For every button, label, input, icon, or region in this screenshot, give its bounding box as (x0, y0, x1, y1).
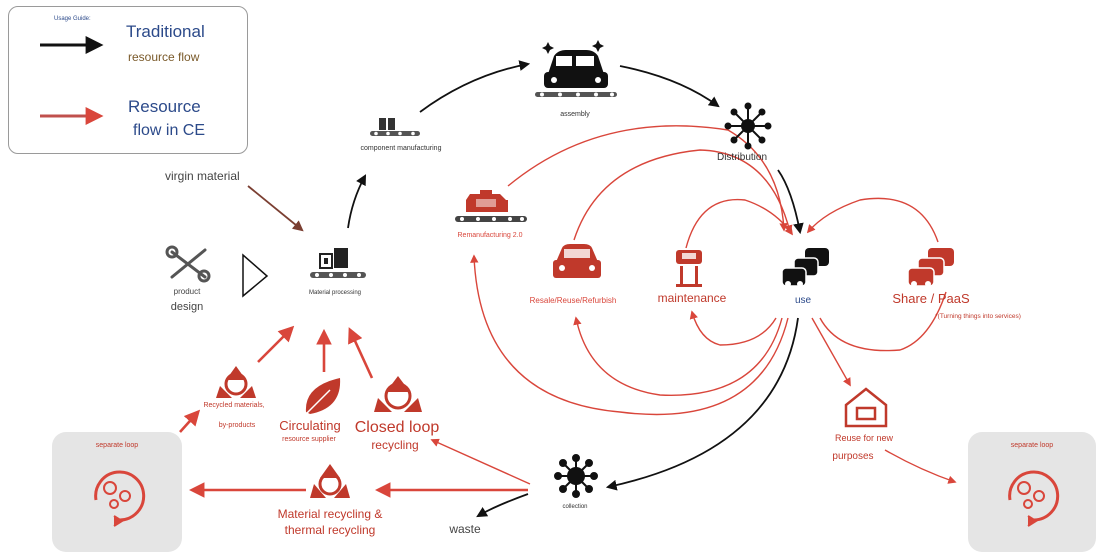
legend-title: Usage Guide: (54, 16, 91, 22)
label-circulating: Circulating (279, 418, 340, 433)
legend-traditional-line2: resource flow (128, 50, 200, 64)
label-use: use (795, 295, 812, 306)
leaf-icon (305, 378, 341, 415)
label-closed-loop: Closed loop (355, 419, 440, 436)
recycle-icon-material-recycling (310, 464, 350, 498)
ce-flow-arrows (430, 125, 957, 485)
label-remanufacturing: Remanufacturing 2.0 (458, 232, 523, 239)
legend-ce-line2: flow in CE (133, 122, 206, 139)
label-purposes: purposes (832, 451, 873, 462)
label-separate-loop-left: separate loop (96, 442, 139, 449)
design-tools-icon (165, 245, 211, 283)
label-share-note: *(Turning things into services) (935, 313, 1021, 320)
ce-flow-thick-arrows (179, 325, 528, 498)
virgin-material-arrow (247, 185, 304, 232)
material-processing-icon (310, 248, 366, 278)
label-reuse-new: Reuse for new (835, 433, 894, 443)
component-manufacturing-icon (370, 118, 420, 136)
recycle-icon-recycled-materials (216, 366, 256, 398)
label-separate-loop-right: separate loop (1011, 442, 1054, 449)
engine-remanufacturing-icon (455, 190, 527, 222)
house-icon (844, 387, 888, 428)
label-maintenance: maintenance (658, 291, 727, 305)
use-cars-icon (781, 248, 829, 287)
label-assembly: assembly (560, 111, 590, 118)
play-triangle-icon (242, 253, 269, 298)
label-recycling: recycling (371, 438, 418, 452)
legend-traditional-line1: Traditional (126, 22, 205, 41)
label-material-recycling: Material recycling & (278, 507, 383, 521)
label-component-manufacturing: component manufacturing (361, 145, 442, 152)
label-distribution: Distribution (717, 152, 767, 163)
resale-car-icon (553, 244, 601, 278)
label-by-products: by-products (219, 422, 256, 429)
label-virgin-material: virgin material (165, 169, 240, 183)
label-product: product (174, 287, 201, 296)
label-design: design (171, 301, 203, 313)
separate-loop-panel-left (52, 432, 182, 552)
traditional-flow-arrows (347, 60, 804, 518)
separate-loop-gears-icon-left (94, 470, 146, 527)
maintenance-lift-icon (676, 250, 702, 287)
share-cars-icon (907, 248, 954, 287)
label-resource-supplier: resource supplier (282, 436, 336, 443)
recycle-icon-closed-loop (374, 376, 422, 412)
label-recycled-materials: Recycled materials, (203, 402, 264, 409)
label-share: Share / PaaS (892, 291, 970, 306)
label-collection: collection (562, 504, 587, 510)
legend-ce-line1: Resource (128, 97, 201, 116)
label-waste: waste (448, 522, 481, 536)
separate-loop-gears-icon-right (1008, 470, 1060, 527)
distribution-hub-icon (724, 102, 772, 150)
label-resale: Resale/Reuse/Refurbish (530, 296, 617, 305)
label-material-processing: Material processing (309, 290, 361, 296)
car-assembly-icon (535, 40, 617, 97)
legend-box (8, 6, 248, 154)
collection-hub-icon (554, 454, 598, 498)
label-thermal-recycling: thermal recycling (285, 523, 376, 537)
separate-loop-panel-right (968, 432, 1096, 552)
